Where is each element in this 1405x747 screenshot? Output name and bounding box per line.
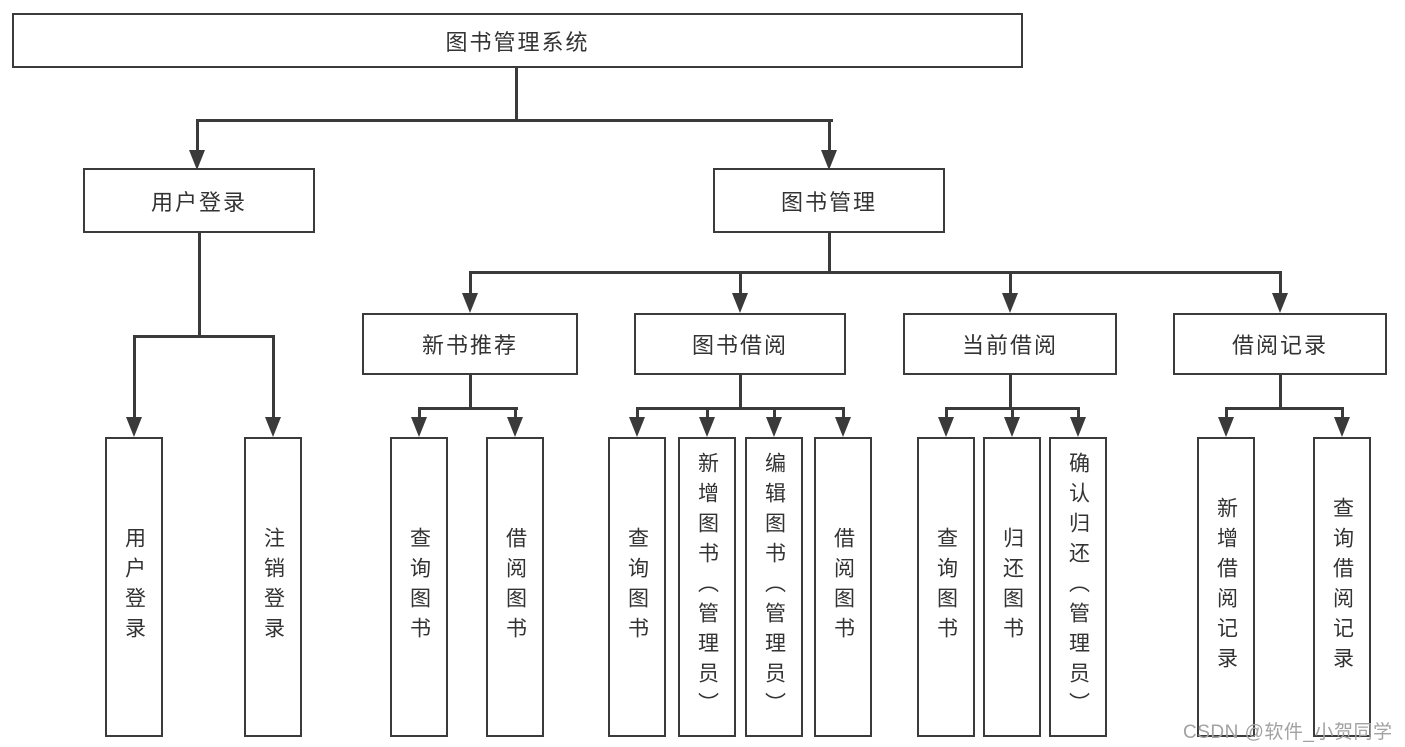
arrowhead-icon [1070, 417, 1086, 437]
connector-records-rail [1224, 407, 1344, 410]
arrowhead-icon [126, 417, 142, 437]
connector-bookmgmt-rail [468, 271, 1282, 274]
connector-stem [705, 407, 709, 417]
leaf-borrow-query-books-label: 查询图书 [625, 527, 649, 647]
leaf-add-borrow-record-label: 新增借阅记录 [1214, 497, 1238, 677]
connector-borrow-rail [635, 407, 845, 410]
arrowhead-icon [938, 417, 954, 437]
arrowhead-icon [766, 417, 782, 437]
node-book-management: 图书管理 [713, 168, 945, 233]
leaf-borrow-query-books: 查询图书 [608, 437, 666, 737]
node-book-borrow: 图书借阅 [634, 313, 846, 375]
leaf-recommend-query-books: 查询图书 [390, 437, 448, 737]
connector-root-rail [195, 119, 833, 122]
leaf-recommend-borrow-books: 借阅图书 [486, 437, 544, 737]
leaf-user-login-label: 用户登录 [122, 527, 146, 647]
leaf-add-books-admin: 新增图书（管理员） [678, 437, 736, 737]
leaf-add-borrow-record: 新增借阅记录 [1197, 437, 1255, 737]
arrowhead-icon [1218, 417, 1234, 437]
connector-recommend-trunk [468, 375, 472, 410]
node-current-borrow: 当前借阅 [903, 313, 1117, 375]
arrowhead-icon [189, 150, 205, 170]
node-new-book-recommend: 新书推荐 [362, 313, 578, 375]
connector-stem-leaf-user-login [132, 335, 136, 417]
connector-stem [417, 407, 421, 417]
leaf-edit-books-admin: 编辑图书（管理员） [745, 437, 803, 737]
leaf-confirm-return-admin-label: 确认归还（管理员） [1066, 452, 1090, 722]
connector-current-trunk [1008, 375, 1012, 410]
connector-stem [635, 407, 639, 417]
leaf-add-books-admin-label: 新增图书（管理员） [695, 452, 719, 722]
node-current-borrow-label: 当前借阅 [961, 333, 1058, 358]
arrowhead-icon [1272, 293, 1288, 313]
arrowhead-icon [821, 150, 837, 170]
arrowhead-icon [699, 417, 715, 437]
connector-stem-user-login [195, 119, 199, 150]
leaf-borrow-books-label: 借阅图书 [831, 527, 855, 647]
connector-stem [513, 407, 517, 417]
arrowhead-icon [629, 417, 645, 437]
arrowhead-icon [1004, 417, 1020, 437]
leaf-edit-books-admin-label: 编辑图书（管理员） [762, 452, 786, 722]
leaf-user-login: 用户登录 [105, 437, 163, 737]
node-new-book-recommend-label: 新书推荐 [421, 333, 518, 358]
arrowhead-icon [411, 417, 427, 437]
leaf-current-query-books-label: 查询图书 [934, 527, 958, 647]
leaf-recommend-borrow-books-label: 借阅图书 [503, 527, 527, 647]
node-book-borrow-label: 图书借阅 [691, 333, 788, 358]
leaf-logout-label: 注销登录 [261, 527, 285, 647]
connector-stem [1076, 407, 1080, 417]
arrowhead-icon [835, 417, 851, 437]
node-book-management-label: 图书管理 [780, 189, 877, 215]
connector-root-trunk [514, 68, 518, 121]
connector-userlogin-trunk [197, 233, 201, 337]
connector-stem [944, 407, 948, 417]
csdn-watermark: CSDN @软件_小贺同学 [1183, 722, 1393, 743]
connector-stem-recommend [468, 271, 472, 293]
connector-recommend-rail [417, 407, 518, 410]
arrowhead-icon [1002, 293, 1018, 313]
connector-stem [841, 407, 845, 417]
connector-borrow-trunk [738, 375, 742, 410]
connector-stem [1224, 407, 1228, 417]
node-user-login: 用户登录 [83, 168, 315, 233]
node-root: 图书管理系统 [12, 13, 1023, 68]
node-user-login-label: 用户登录 [150, 189, 247, 215]
leaf-query-borrow-record: 查询借阅记录 [1313, 437, 1371, 737]
node-borrow-records: 借阅记录 [1173, 313, 1387, 375]
connector-stem-leaf-logout [271, 335, 275, 417]
connector-stem [1340, 407, 1344, 417]
arrowhead-icon [732, 293, 748, 313]
connector-stem-current [1008, 271, 1012, 293]
connector-bookmgmt-trunk [827, 233, 831, 274]
connector-userlogin-rail [132, 335, 275, 338]
leaf-logout: 注销登录 [244, 437, 302, 737]
leaf-borrow-books: 借阅图书 [814, 437, 872, 737]
arrowhead-icon [265, 417, 281, 437]
connector-records-trunk [1278, 375, 1282, 410]
connector-stem-book-management [827, 119, 831, 150]
arrowhead-icon [507, 417, 523, 437]
connector-stem-records [1278, 271, 1282, 293]
connector-stem-borrow [738, 271, 742, 293]
connector-stem [1010, 407, 1014, 417]
connector-stem [772, 407, 776, 417]
leaf-return-books: 归还图书 [983, 437, 1041, 737]
leaf-return-books-label: 归还图书 [1000, 527, 1024, 647]
leaf-current-query-books: 查询图书 [917, 437, 975, 737]
leaf-recommend-query-books-label: 查询图书 [407, 527, 431, 647]
node-root-label: 图书管理系统 [445, 29, 590, 55]
leaf-query-borrow-record-label: 查询借阅记录 [1330, 497, 1354, 677]
leaf-confirm-return-admin: 确认归还（管理员） [1049, 437, 1107, 737]
arrowhead-icon [1334, 417, 1350, 437]
arrowhead-icon [462, 293, 478, 313]
node-borrow-records-label: 借阅记录 [1231, 333, 1328, 358]
